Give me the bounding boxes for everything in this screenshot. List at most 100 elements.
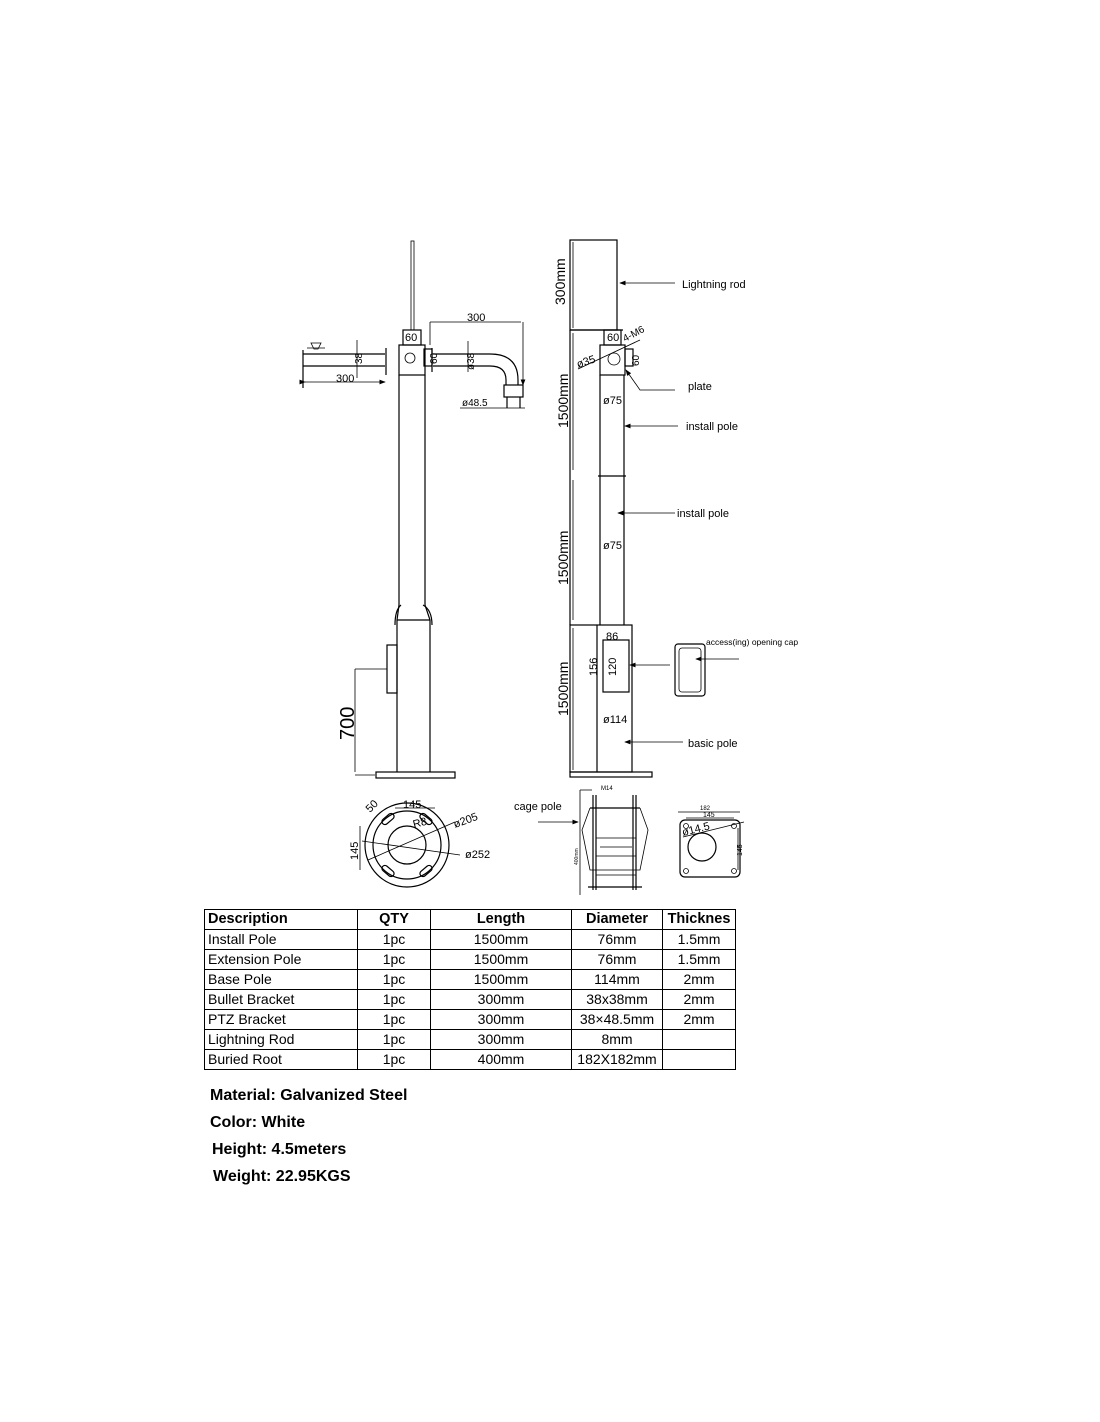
table-cell: 114mm xyxy=(571,969,663,990)
table-cell: Bullet Bracket xyxy=(204,989,358,1010)
spec-height: Height: 4.5meters xyxy=(212,1141,347,1158)
dim-label: 38 xyxy=(354,352,365,364)
dim-label: 300 xyxy=(336,373,354,385)
table-cell xyxy=(662,1049,736,1070)
label-plate: plate xyxy=(688,381,712,393)
table-cell: PTZ Bracket xyxy=(204,1009,358,1030)
table-cell: 1.5mm xyxy=(662,949,736,970)
specifications: Material: Galvanized Steel Color: White … xyxy=(210,1084,407,1192)
table-cell: 1pc xyxy=(357,969,431,990)
component-table: Description QTY Length Diameter Thicknes… xyxy=(204,909,736,1070)
table-cell: Base Pole xyxy=(204,969,358,990)
dim-label: 145 xyxy=(703,812,715,819)
table-cell: 38×48.5mm xyxy=(571,1009,663,1030)
dim-label: 120 xyxy=(607,658,619,676)
cage-pole-view: cage pole M14 400mm xyxy=(514,786,649,895)
table-header-row: Description QTY Length Diameter Thicknes xyxy=(204,909,736,930)
table-cell: 182X182mm xyxy=(571,1049,663,1070)
table-cell: 300mm xyxy=(430,1029,572,1050)
dim-label: 1500mm xyxy=(555,531,571,585)
dim-label: 145 xyxy=(349,842,361,860)
dim-label: 182 xyxy=(700,806,711,812)
label-lightning-rod: Lightning rod xyxy=(682,279,746,291)
table-cell: Buried Root xyxy=(204,1049,358,1070)
column-header: Length xyxy=(430,909,572,930)
dim-label: 145 xyxy=(403,799,421,811)
column-header: Description xyxy=(204,909,358,930)
dim-label: ø75 xyxy=(603,395,622,407)
dim-label: 700 xyxy=(337,707,359,740)
front-view-pole: 300mm 1500mm 1500mm 1500mm 60 60 4-M6 ø3… xyxy=(552,239,798,778)
dim-label: 60 xyxy=(405,332,417,344)
dim-label: 86 xyxy=(606,631,618,643)
dim-label: 400mm xyxy=(574,848,580,865)
dim-label: 60 xyxy=(607,332,619,344)
dim-label: 145 xyxy=(737,844,744,856)
dim-label: ø38 xyxy=(466,352,477,370)
spec-weight: Weight: 22.95KGS xyxy=(213,1168,351,1185)
lightning-rod-section xyxy=(569,239,618,331)
table-cell: 300mm xyxy=(430,989,572,1010)
column-header: Diameter xyxy=(571,909,663,930)
table-cell: 38x38mm xyxy=(571,989,663,1010)
dim-label: 50 xyxy=(364,798,381,815)
dim-label: ø35 xyxy=(575,354,597,371)
mount-plate xyxy=(398,344,426,376)
dim-label: M14 xyxy=(601,786,613,792)
table-cell: 1500mm xyxy=(430,929,572,950)
dim-label: ø48.5 xyxy=(462,398,488,409)
dim-label: ø75 xyxy=(603,540,622,552)
table-cell: 1500mm xyxy=(430,949,572,970)
label-install-pole: install pole xyxy=(686,421,738,433)
table-cell: 1pc xyxy=(357,1049,431,1070)
dim-label: 156 xyxy=(588,658,600,676)
side-view-pole: 300 38 60 60 300 ø38 ø48.5 700 xyxy=(299,240,525,779)
table-cell: 300mm xyxy=(430,1009,572,1030)
column-header: QTY xyxy=(357,909,431,930)
base-flange-view: 145 50 R8 ø205 ø252 145 xyxy=(349,798,490,888)
dim-label: 4-M6 xyxy=(621,324,647,345)
label-install-pole: install pole xyxy=(677,508,729,520)
dim-label: ø205 xyxy=(452,811,480,831)
table-cell: Lightning Rod xyxy=(204,1029,358,1050)
table-cell: 1pc xyxy=(357,1029,431,1050)
table-cell xyxy=(662,1029,736,1050)
buried-plate-view: 182 145 ø14.5 145 xyxy=(678,806,745,878)
dim-label: 60 xyxy=(429,352,440,364)
table-cell: 2mm xyxy=(662,1009,736,1030)
table-cell: 2mm xyxy=(662,989,736,1010)
dim-label: 300mm xyxy=(552,258,568,305)
label-cage-pole: cage pole xyxy=(514,801,562,813)
table-cell: 1pc xyxy=(357,989,431,1010)
column-header: Thicknes xyxy=(662,909,736,930)
spec-color: Color: White xyxy=(210,1114,306,1131)
dim-label: R8 xyxy=(412,816,429,831)
dim-label: ø114 xyxy=(603,714,627,726)
dim-label: 60 xyxy=(631,354,642,366)
table-cell: 1pc xyxy=(357,949,431,970)
label-basic-pole: basic pole xyxy=(688,738,738,750)
table-cell: 76mm xyxy=(571,929,663,950)
table-cell: 2mm xyxy=(662,969,736,990)
label-opening-cap: access(ing) opening cap xyxy=(706,637,798,647)
table-cell: 1500mm xyxy=(430,969,572,990)
spec-material: Material: Galvanized Steel xyxy=(210,1087,408,1104)
table-cell: 76mm xyxy=(571,949,663,970)
table-cell: 1pc xyxy=(357,1009,431,1030)
dim-label: 300 xyxy=(467,312,485,324)
table-cell: 1pc xyxy=(357,929,431,950)
technical-drawing: 300 38 60 60 300 ø38 ø48.5 700 300mm 150… xyxy=(299,239,798,895)
base-plate xyxy=(375,771,456,779)
table-cell: Extension Pole xyxy=(204,949,358,970)
dim-label: ø252 xyxy=(465,849,490,861)
table-cell: 400mm xyxy=(430,1049,572,1070)
table-cell: 8mm xyxy=(571,1029,663,1050)
table-cell: 1.5mm xyxy=(662,929,736,950)
table-cell: Install Pole xyxy=(204,929,358,950)
